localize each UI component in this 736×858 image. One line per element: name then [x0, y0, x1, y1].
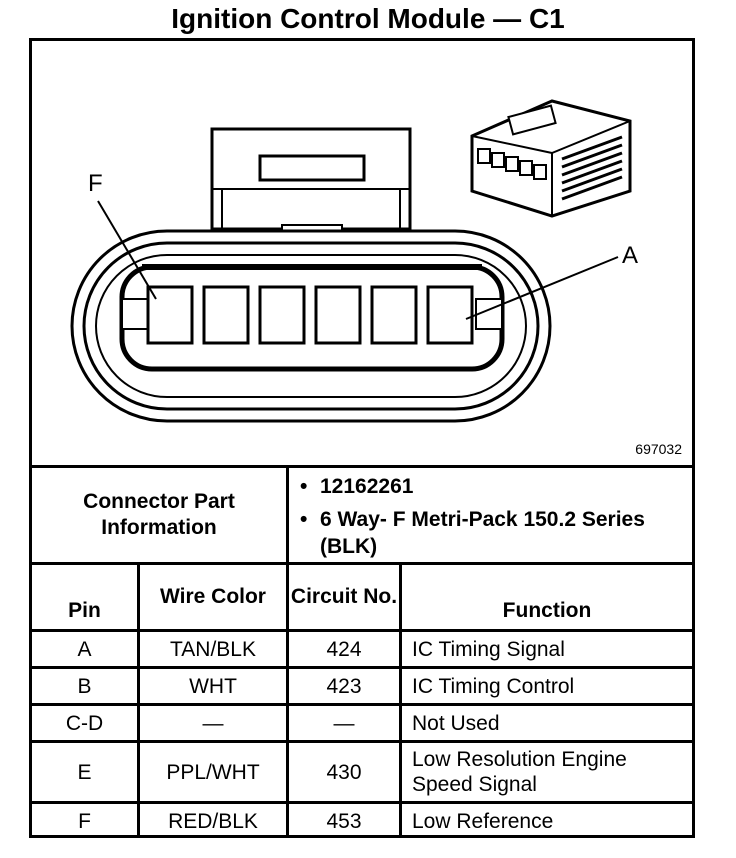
page-title: Ignition Control Module — C1	[171, 3, 565, 34]
terminal-d	[258, 285, 306, 345]
connector-info-list: • 12162261 • 6 Way- F Metri-Pack 150.2 S…	[294, 473, 684, 560]
row-b-pin: B	[77, 674, 92, 698]
figure-id: 697032	[635, 441, 682, 457]
row-b-wire: WHT	[189, 674, 237, 698]
row-f-wire: RED/BLK	[168, 809, 258, 833]
row-a-circuit: 424	[326, 637, 362, 661]
part-number: 12162261	[320, 475, 414, 498]
row-a-pin: A	[77, 637, 92, 661]
connector-face-drawing: F A	[70, 99, 638, 423]
row-f-function: Low Reference	[412, 809, 554, 833]
terminal-e	[202, 285, 250, 345]
leader-f	[97, 200, 157, 300]
latch-tab	[258, 154, 366, 182]
connector-info-label: Connector Part Information	[83, 490, 235, 539]
pin-label-f: F	[88, 170, 103, 197]
row-cd-pin: C-D	[65, 711, 104, 735]
header-wire-color: Wire Color	[160, 585, 266, 608]
row-b-function: IC Timing Control	[412, 674, 575, 698]
terminal-b	[370, 285, 418, 345]
connector-perspective-icon	[470, 99, 632, 218]
row-a-wire: TAN/BLK	[170, 637, 256, 661]
row-e-function: Low Resolution Engine Speed Signal	[412, 748, 627, 796]
row-cd-wire: —	[202, 711, 224, 735]
header-pin: Pin	[68, 599, 101, 622]
bullet-icon: •	[300, 475, 308, 498]
row-e-pin: E	[77, 760, 92, 784]
connector-sheet: F A 697032 Connector Part Information • …	[29, 38, 695, 838]
row-e-circuit: 430	[326, 760, 362, 784]
pin-label-a: A	[622, 242, 638, 269]
row-f-pin: F	[78, 809, 91, 833]
row-a-function: IC Timing Signal	[412, 637, 565, 661]
bullet-icon: •	[300, 508, 308, 531]
connector-type: 6 Way- F Metri-Pack 150.2 Series (BLK)	[320, 508, 645, 558]
leader-a	[465, 256, 619, 320]
row-e-wire: PPL/WHT	[166, 760, 260, 784]
list-item: • 6 Way- F Metri-Pack 150.2 Series (BLK)	[294, 506, 684, 560]
row-f-circuit: 453	[326, 809, 362, 833]
header-circuit: Circuit No.	[290, 585, 398, 608]
header-function: Function	[502, 599, 592, 622]
row-cd-circuit: —	[333, 711, 355, 735]
terminal-c	[314, 285, 362, 345]
list-item: • 12162261	[294, 473, 684, 500]
divider	[32, 465, 692, 468]
connector-diagram: F A 697032	[32, 41, 692, 465]
row-b-circuit: 423	[326, 674, 362, 698]
terminal-a	[426, 285, 474, 345]
row-cd-function: Not Used	[412, 711, 500, 735]
